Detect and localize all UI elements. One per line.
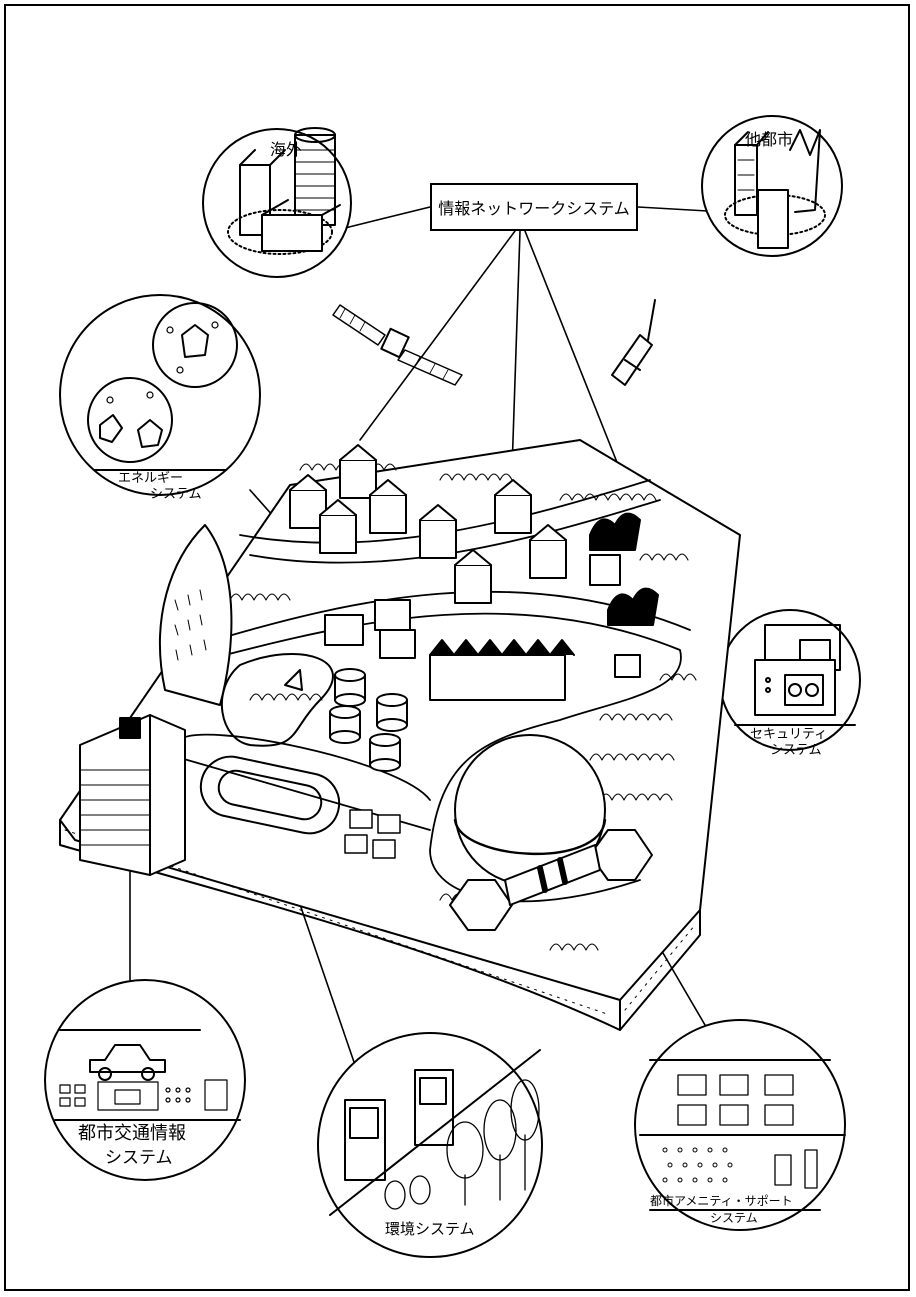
tanks [329,668,408,772]
information-network-system-box: 情報ネットワークシステム [430,183,638,231]
black-roof-houses [589,512,659,678]
overseas-circle [202,127,352,278]
traffic-system-label-line2: システム [105,1148,173,1168]
page-border [4,4,910,1291]
pond [221,653,334,747]
hex-pavilions [449,829,653,931]
security-system-label-line2: システム [770,743,822,758]
satellite-left [332,304,463,386]
buildings-cross-left [289,444,407,554]
overseas-label: 海外 [270,140,303,159]
amenity-system-label-line2: システム [710,1211,758,1225]
amenity-system-label-line1: 都市アメニティ・サポート [650,1194,793,1208]
traffic-system-circle [44,979,246,1181]
race-track [199,755,341,835]
courts [344,809,401,859]
townhouses [429,639,575,701]
amenity-system-circle [634,1019,846,1231]
oval-tower [158,524,233,706]
other-cities-circle [701,115,843,257]
security-system-label-line1: セキュリティ [750,727,828,742]
energy-system-label-line2: システム [150,487,202,502]
energy-system-circle [59,294,261,496]
traffic-system-label-line1: 都市交通情報 [78,1123,186,1144]
stacked-building [79,714,186,876]
environment-system-circle [317,1032,543,1258]
other-cities-label: 他都市 [745,130,794,149]
tree-clusters [229,463,697,951]
information-network-system-label: 情報ネットワークシステム [438,199,630,218]
buildings-cross-right [419,479,567,604]
small-blocks [324,599,416,659]
satellite-right [611,299,656,386]
environment-system-label: 環境システム [385,1220,475,1238]
energy-system-label-line1: エネルギー [118,471,184,486]
